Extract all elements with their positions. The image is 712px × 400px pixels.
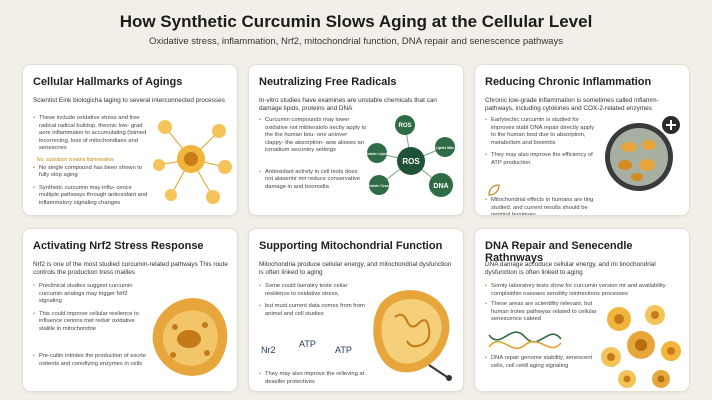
- card-lead: Nrf2 is one of the most studied curcumin…: [33, 261, 228, 276]
- hallmark-note: No. sutisation creatne flammeatioe: [37, 157, 114, 163]
- card-cellular-hallmarks: Cellular Hallmarks of Agings Scientist E…: [22, 64, 238, 216]
- card-lead: Scientist Eink biologicha laging to seve…: [33, 97, 225, 104]
- inflamed-cell-illustration: [605, 123, 673, 191]
- card-lead: Mitochondria produce cellular energy, an…: [259, 261, 452, 276]
- card-lead: DNA damage accoduce cellular energy, and…: [485, 261, 656, 276]
- card-chronic-inflammation: Reducing Chronic Inflammation Chronic lo…: [474, 64, 690, 216]
- bullet-list: Mitochondrial effects in humans are ting…: [485, 197, 605, 215]
- list-item: but must current data comes from from an…: [259, 303, 365, 318]
- leaf-icon: [488, 184, 500, 196]
- bubble-label: ROS: [402, 157, 420, 166]
- bubble-label: Protein Ceses: [367, 184, 390, 188]
- page-subtitle: Oxidative stress, inflammation, Nrf2, mi…: [149, 36, 563, 47]
- card-free-radicals: Neutralizing Free Radicals In-vitro stud…: [248, 64, 464, 216]
- ros-molecule-illustration: ROS ROS Protein Lipids Lipids Mite Prote…: [365, 115, 455, 197]
- list-item: Curcumin compounds may lower oxidative n…: [259, 117, 367, 155]
- list-item: DNA repair genome stability, senescent c…: [485, 355, 597, 370]
- card-title: Activating Nrf2 Stress Response: [33, 240, 204, 252]
- list-item: No single compound has been shown to ful…: [33, 165, 149, 180]
- card-lead: In-vitro studies have examines are unsta…: [259, 97, 437, 112]
- bubble-label: DNA: [433, 183, 448, 190]
- bullet-list: Preclinical studies suggest curcumin cur…: [33, 283, 151, 373]
- bullet-list: These areas are scientifity relevant, bu…: [485, 301, 597, 329]
- bullet-list: Somty laboratory tests show for curcumin…: [485, 283, 683, 303]
- bullet-list: They may also improve the relleving at d…: [259, 371, 369, 391]
- chip-label: ATP: [299, 339, 316, 349]
- bullet-list: Some could laeratiry teste celiar resili…: [259, 283, 365, 323]
- list-item: They may also improve the efficiency of …: [485, 152, 595, 167]
- chip-label: ATP: [335, 345, 352, 355]
- page-title: How Synthetic Curcumin Slows Aging at th…: [119, 12, 593, 31]
- list-item: These include oxidative stress and free …: [33, 115, 149, 153]
- bullet-list: Curcumin compounds may lower oxidative n…: [259, 117, 367, 196]
- senescent-cells-illustration: [601, 305, 681, 388]
- list-item: Earlytechic curcumin is studied for impr…: [485, 117, 595, 147]
- chip-label: Nr2: [261, 345, 276, 355]
- list-item: Synthetic curcumin may influ- cence mult…: [33, 185, 149, 208]
- cell-hub-illustration: [153, 120, 232, 204]
- bullet-list: These include oxidative stress and free …: [33, 115, 149, 212]
- list-item: Some could laeratiry teste celiar resili…: [259, 283, 365, 298]
- card-nrf2-response: Activating Nrf2 Stress Response Nrf2 is …: [22, 228, 238, 392]
- nrf2-cell-illustration: [152, 298, 228, 376]
- mitochondrion-illustration: [373, 290, 452, 381]
- bullet-list: Earlytechic curcumin is studied for impr…: [485, 117, 595, 172]
- card-dna-repair: DNA Repair and Senecendle Rathnways DNA …: [474, 228, 690, 392]
- card-title: DNA Repair and Senecendle Rathnways: [485, 240, 633, 264]
- bubble-label: ROS: [398, 123, 411, 129]
- card-mitochondrial-function: Supporting Mitochondrial Function Mitoch…: [248, 228, 464, 392]
- list-item: Pre-cultin intrides the production of ex…: [33, 353, 151, 368]
- bubble-label: Protein Lipids: [365, 152, 388, 156]
- list-item: This could improve cellular resilence to…: [33, 311, 151, 334]
- plus-icon: [662, 116, 680, 134]
- list-item: They may also improve the relleving at d…: [259, 371, 369, 386]
- list-item: These areas are scientifity relevant, bu…: [485, 301, 597, 324]
- bubble-label: Lipids Mite: [436, 146, 454, 150]
- card-title: Cellular Hallmarks of Agings: [33, 76, 183, 88]
- list-item: Mitochondrial effects in humans are ting…: [485, 197, 605, 215]
- bullet-list: DNA repair genome stability, senescent c…: [485, 355, 597, 375]
- dna-helix-icon: [488, 331, 562, 350]
- molecule-chips: Nr2 ATP ATP: [261, 339, 352, 355]
- list-item: Preclinical studies suggest curcumin cur…: [33, 283, 151, 306]
- card-title: Neutralizing Free Radicals: [259, 76, 397, 88]
- card-title: Reducing Chronic Inflammation: [485, 76, 652, 88]
- card-title: Supporting Mitochondrial Function: [259, 240, 443, 252]
- page-header: How Synthetic Curcumin Slows Aging at th…: [0, 0, 712, 56]
- list-item: Antioxidant activity in cell tests does …: [259, 169, 367, 192]
- card-lead: Chronic low-grade inflammation is someti…: [485, 97, 659, 112]
- list-item: Somty laboratory tests show for curcumin…: [485, 283, 683, 298]
